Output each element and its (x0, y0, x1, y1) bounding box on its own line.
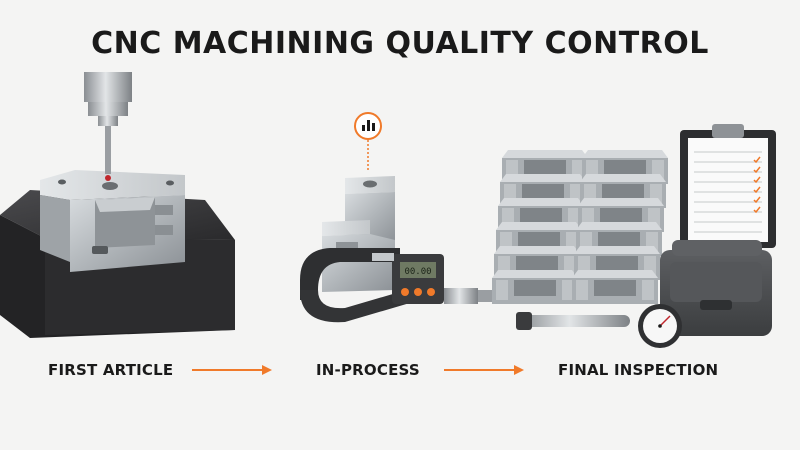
final-inspection-illustration (492, 124, 776, 348)
stage-label-in-process: IN-PROCESS (316, 361, 420, 379)
stage-label-first-article: FIRST ARTICLE (48, 361, 174, 379)
stepped-block (322, 176, 395, 292)
machined-part (572, 270, 658, 304)
stage-label-final-inspection: FINAL INSPECTION (558, 361, 719, 379)
svg-text:00.00: 00.00 (404, 267, 431, 277)
clipboard (680, 124, 776, 248)
machined-part (492, 270, 578, 304)
first-article-illustration (0, 72, 235, 338)
gauge-case (660, 240, 772, 336)
spindle-probe (84, 72, 132, 181)
in-process-illustration: 00.00 (300, 112, 496, 323)
arrow-right-icon (192, 365, 272, 375)
arrow-right-icon (444, 365, 524, 375)
bore-gauge (516, 304, 682, 348)
page-title: CNC MACHINING QUALITY CONTROL (91, 26, 709, 61)
micrometer: 00.00 (300, 248, 496, 323)
stacked-parts (492, 150, 668, 304)
machined-block (40, 170, 185, 272)
machined-part (574, 246, 660, 280)
